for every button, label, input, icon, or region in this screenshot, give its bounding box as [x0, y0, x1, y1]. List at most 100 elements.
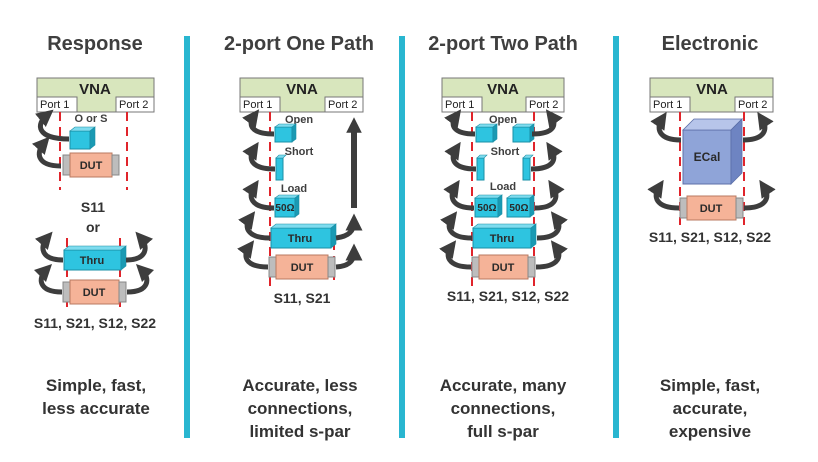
summary-line-3: full s-par: [467, 422, 539, 441]
s-parameters-label: S11, S21: [274, 290, 331, 306]
ecal-label: ECal: [694, 150, 721, 164]
curved-arrow-icon: [237, 240, 269, 270]
curved-arrow-icon: [125, 231, 153, 263]
short-standard: [275, 154, 287, 181]
panel-response: Response VNA Port 1 Port 2 O or S DUT S1…: [32, 33, 156, 418]
panel-two-port-two-path: 2-port Two Path VNA Port 1 Port 2 Open S…: [428, 33, 578, 441]
panel-title: Response: [47, 33, 143, 55]
load-value: 50Ω: [477, 203, 496, 214]
dut-label: DUT: [83, 287, 106, 299]
summary-line-2: connections,: [248, 399, 353, 418]
open-label: Open: [285, 114, 313, 126]
summary-line-1: Simple, fast,: [46, 376, 146, 395]
short-standard: [476, 154, 488, 181]
curved-arrow-icon: [440, 211, 473, 241]
thru-standard: Thru: [472, 223, 537, 249]
panel-title: 2-port Two Path: [428, 33, 578, 55]
port-2-label: Port 2: [529, 99, 558, 111]
port-2: [525, 96, 565, 113]
curved-arrow-icon: [35, 231, 64, 263]
summary-line-3: expensive: [669, 422, 751, 441]
port-2-label: Port 2: [738, 99, 767, 111]
thru-label: Thru: [80, 255, 104, 267]
curved-arrow-icon: [242, 179, 275, 211]
thru-standard: Thru: [63, 245, 127, 271]
open-standard: [274, 123, 297, 143]
port-1-label: Port 1: [653, 99, 682, 111]
curved-arrow-icon: [647, 179, 680, 211]
dut-label: DUT: [492, 262, 515, 274]
curved-arrow-icon: [335, 213, 363, 241]
or-label: or: [86, 219, 101, 235]
port-2-label: Port 2: [328, 99, 357, 111]
thru-label: Thru: [288, 233, 312, 245]
load-standard: 50Ω: [506, 194, 535, 218]
port-2-label: Port 2: [119, 99, 148, 111]
thru-standard: Thru: [270, 223, 337, 249]
dut-box: DUT: [471, 254, 536, 280]
curved-arrow-icon: [535, 240, 568, 270]
open-short-standard: [69, 126, 96, 150]
curved-arrow-icon: [534, 179, 565, 211]
dut-box: DUT: [679, 195, 744, 221]
panel-two-port-one-path: 2-port One Path VNA Port 1 Port 2 Open S…: [224, 33, 374, 441]
dut-box: DUT: [62, 152, 120, 178]
vna-label: VNA: [696, 81, 728, 98]
curved-arrow-icon: [242, 141, 276, 172]
port-1: [36, 96, 78, 113]
s-parameters-label: S11, S21, S12, S22: [447, 288, 569, 304]
load-standard: 50Ω: [274, 194, 300, 218]
summary-line-2: connections,: [451, 399, 556, 418]
panel-title: Electronic: [662, 33, 759, 55]
summary-line-3: limited s-par: [249, 422, 350, 441]
summary-line-1: Accurate, less: [242, 376, 357, 395]
curved-arrow-icon: [335, 243, 363, 270]
port-1: [239, 96, 281, 113]
dut-label: DUT: [291, 262, 314, 274]
curved-arrow-icon: [743, 179, 776, 211]
curved-arrow-icon: [530, 141, 563, 172]
panel-divider-2: [399, 36, 405, 438]
summary-line-1: Simple, fast,: [660, 376, 760, 395]
port-1: [441, 96, 483, 113]
port-1-label: Port 1: [40, 99, 69, 111]
curved-arrow-icon: [650, 111, 682, 143]
panel-electronic: Electronic VNA Port 1 Port 2 ECal DUT S1…: [647, 33, 776, 441]
load-label: Load: [490, 181, 516, 193]
dut-box: DUT: [62, 279, 127, 305]
panel-title: 2-port One Path: [224, 33, 374, 55]
s-parameters-label: S11: [81, 199, 105, 215]
port-1-label: Port 1: [243, 99, 272, 111]
port-1: [649, 96, 691, 113]
curved-arrow-icon: [238, 211, 271, 241]
ecal-module: ECal: [682, 118, 743, 185]
port-2: [115, 96, 155, 113]
summary-line-1: Accurate, many: [440, 376, 567, 395]
panel-divider-1: [184, 36, 190, 438]
curved-arrow-icon: [126, 263, 155, 295]
curved-arrow-icon: [444, 109, 476, 137]
curved-arrow-icon: [536, 211, 568, 241]
port-2: [734, 96, 774, 113]
curved-arrow-icon: [33, 263, 63, 295]
load-label: Load: [281, 183, 307, 195]
open-label: Open: [489, 114, 517, 126]
curved-arrow-icon: [35, 109, 70, 142]
curved-arrow-icon: [742, 111, 774, 143]
load-value: 50Ω: [509, 203, 528, 214]
port-1-label: Port 1: [445, 99, 474, 111]
vna-label: VNA: [487, 81, 519, 98]
short-label: Short: [285, 146, 314, 158]
s-parameters-label: S11, S21, S12, S22: [34, 315, 156, 331]
dut-label: DUT: [80, 160, 103, 172]
curved-arrow-icon: [531, 109, 563, 137]
curved-arrow-icon: [32, 136, 62, 169]
load-value: 50Ω: [275, 203, 294, 214]
dut-box: DUT: [268, 254, 336, 280]
open-standard: [512, 123, 535, 143]
thru-label: Thru: [490, 233, 514, 245]
summary-line-2: less accurate: [42, 399, 150, 418]
s-parameters-label: S11, S21, S12, S22: [649, 229, 771, 245]
